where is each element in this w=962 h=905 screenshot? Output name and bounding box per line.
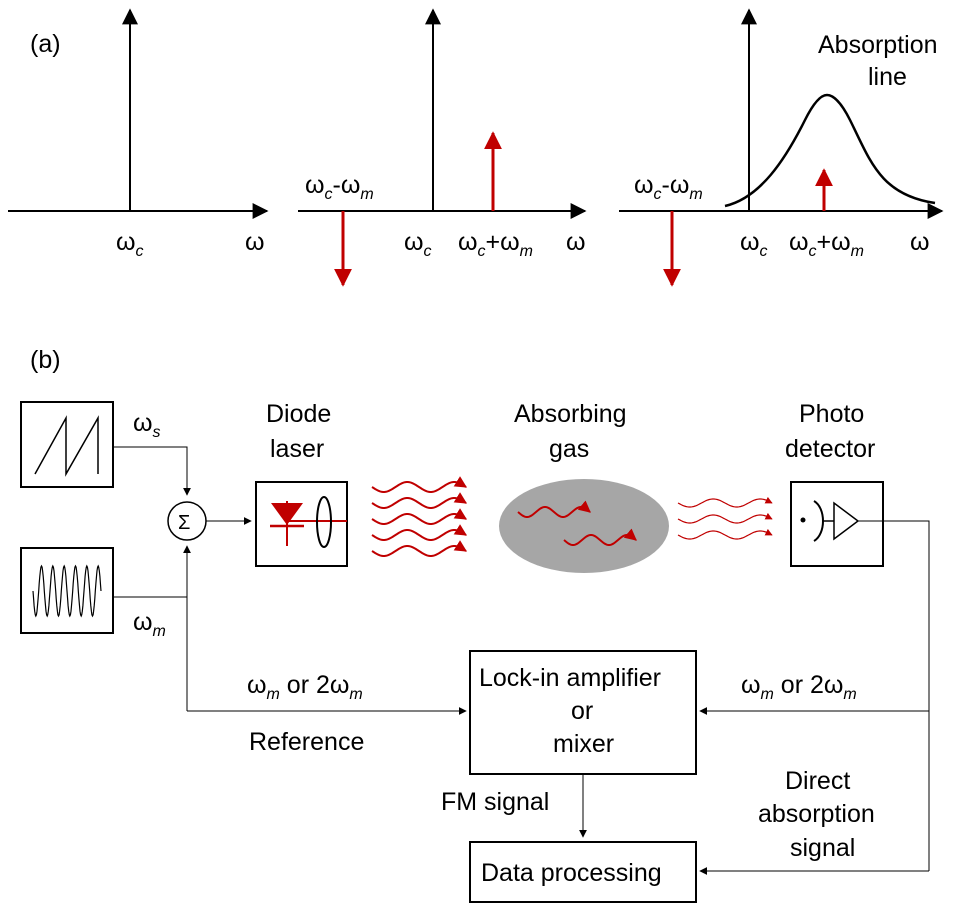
reference-label: Reference — [249, 728, 364, 756]
fm-signal-label: FM signal — [441, 788, 549, 816]
laser-wave — [371, 524, 468, 541]
spectrum-plot-carrier: ωc ω — [8, 8, 269, 260]
absorption-line-curve — [724, 93, 936, 208]
gas-wave — [517, 500, 591, 518]
absorbing-gas-label-line2: gas — [549, 435, 589, 463]
spectrum-plot-sidebands: ωc-ωm ωc ωc+ωm ω — [298, 8, 587, 287]
reference-frequency-label: ωm or 2ωm — [247, 671, 363, 703]
detector-curve-icon — [813, 500, 824, 542]
detector-output-line — [858, 520, 930, 871]
laser-wave — [371, 476, 468, 493]
omega-axis-label: ω — [910, 228, 930, 256]
data-processing-label: Data processing — [481, 859, 662, 887]
lower-sideband-label: ωc-ωm — [634, 171, 703, 203]
lower-sideband-label: ωc-ωm — [305, 171, 374, 203]
direct-signal-label-line2: absorption — [758, 800, 875, 828]
omega-axis-label: ω — [245, 228, 265, 256]
photo-detector-label-line1: Photo — [799, 400, 864, 428]
lens-icon — [316, 496, 332, 548]
amplifier-triangle-icon — [833, 501, 860, 541]
laser-output-waves — [371, 476, 468, 557]
panel-b-label: (b) — [30, 346, 61, 374]
spectrum-plot-absorption: ωc-ωm ωc ωc+ωm ω Absorption line — [619, 8, 944, 287]
laser-wave — [371, 540, 468, 557]
upper-sideband-label: ωc+ωm — [789, 228, 864, 260]
ramp-generator — [20, 401, 114, 488]
lockin-label-line1: Lock-in amplifier — [479, 664, 661, 692]
sine-generator-box — [20, 547, 114, 634]
ramp-generator-box — [20, 401, 114, 488]
absorbing-gas-cell — [499, 479, 669, 573]
omega-axis-label: ω — [566, 228, 586, 256]
carrier-label: ωc — [116, 228, 144, 260]
diode-triangle-icon — [271, 503, 303, 525]
gas-waves — [517, 500, 637, 546]
modulation-frequency-label: ωm — [133, 608, 166, 640]
detector-frequency-label: ωm or 2ωm — [741, 671, 857, 703]
diode-laser-box — [255, 481, 348, 567]
sine-wave-icon — [32, 564, 102, 618]
carrier-label: ωc — [404, 228, 432, 260]
laser-wave — [371, 492, 468, 509]
sine-generator — [20, 547, 114, 634]
absorption-label-line1: Absorption — [818, 31, 938, 59]
detector-dot — [800, 517, 806, 523]
diode-laser-label-line2: laser — [270, 435, 324, 463]
diode-laser — [255, 481, 348, 567]
sigma-icon: Σ — [178, 512, 190, 534]
carrier-label: ωc — [740, 228, 768, 260]
sawtooth-icon — [34, 415, 99, 477]
upper-sideband-label: ωc+ωm — [458, 228, 533, 260]
absorption-label-line2: line — [868, 63, 907, 91]
transmitted-wave — [677, 528, 773, 540]
transmitted-wave — [677, 512, 773, 524]
data-processing-box — [469, 841, 697, 903]
transmitted-waves — [677, 496, 773, 540]
photo-detector-label-line2: detector — [785, 435, 875, 463]
diode-laser-label-line1: Diode — [266, 400, 331, 428]
gas-wave — [563, 528, 637, 546]
absorbing-gas-label-line1: Absorbing — [514, 400, 627, 428]
ramp-to-summer-line — [113, 446, 191, 496]
lockin-label-line3: mixer — [553, 730, 614, 758]
transmitted-wave — [677, 496, 773, 508]
laser-wave — [371, 508, 468, 525]
panel-a-label: (a) — [30, 30, 61, 58]
ramp-frequency-label: ωs — [133, 409, 161, 441]
lockin-label-line2: or — [571, 697, 593, 725]
photo-detector-box — [790, 481, 884, 567]
direct-signal-label-line3: signal — [790, 834, 855, 862]
direct-signal-label-line1: Direct — [785, 767, 850, 795]
photo-detector — [790, 481, 884, 567]
